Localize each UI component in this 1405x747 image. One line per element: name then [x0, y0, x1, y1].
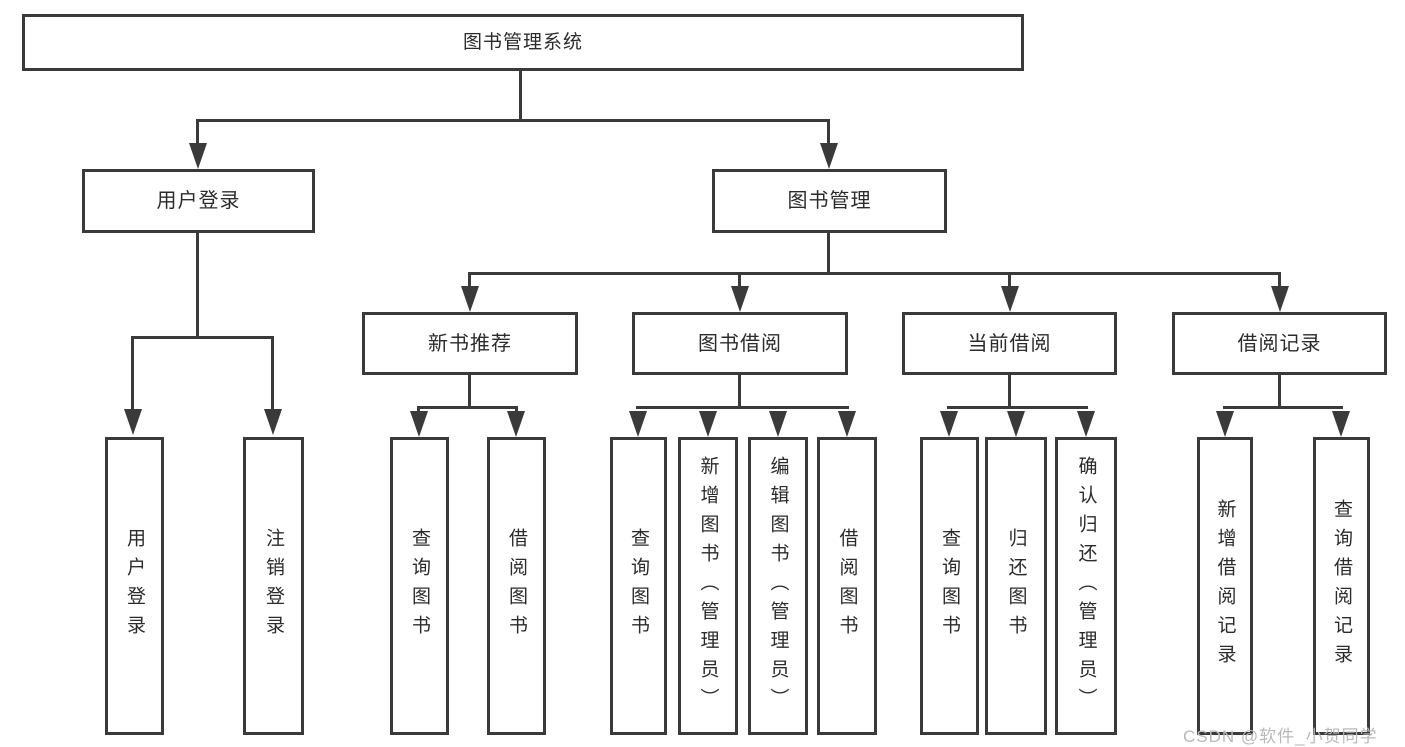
- connector-stem: [196, 119, 199, 146]
- arrowhead: [940, 411, 958, 437]
- node-book-borrow: 图书借阅: [632, 312, 848, 375]
- leaf-add-books-admin: 新增图书（管理员）: [678, 437, 738, 735]
- leaf-borrow-books-label: 借阅图书: [836, 528, 858, 644]
- leaf-return-books: 归还图书: [985, 437, 1047, 735]
- node-current-borrow-label: 当前借阅: [967, 332, 1052, 355]
- leaf-edit-books-admin-label: 编辑图书（管理员）: [767, 455, 789, 717]
- leaf-user-login-label: 用户登录: [124, 528, 145, 644]
- leaf-query-books-borrow: 查询图书: [610, 437, 667, 735]
- connector-stem: [271, 336, 274, 412]
- node-root-label: 图书管理系统: [462, 32, 583, 53]
- node-borrow-records: 借阅记录: [1172, 312, 1387, 375]
- connector-stem: [196, 233, 199, 339]
- arrowhead: [124, 409, 142, 435]
- connector-stem: [1008, 272, 1011, 290]
- leaf-logout: 注销登录: [243, 437, 304, 735]
- arrowhead: [461, 286, 479, 312]
- connector-stem: [827, 233, 830, 275]
- node-borrow-records-label: 借阅记录: [1237, 332, 1322, 355]
- connector-stem: [131, 336, 134, 412]
- leaf-query-borrow-record-label: 查询借阅记录: [1331, 499, 1352, 673]
- connector-stem: [417, 406, 420, 415]
- node-root: 图书管理系统: [22, 14, 1024, 71]
- arrowhead: [1271, 286, 1289, 312]
- connector-branch: [468, 272, 1281, 275]
- connector-branch: [1223, 406, 1343, 409]
- arrowhead: [264, 409, 282, 435]
- leaf-borrow-books-recommend: 借阅图书: [487, 437, 546, 735]
- connector-stem: [827, 119, 830, 146]
- leaf-query-books-current-label: 查询图书: [939, 528, 960, 644]
- connector-stem: [738, 272, 741, 290]
- connector-branch: [947, 406, 1088, 409]
- arrowhead: [769, 411, 787, 437]
- node-book-borrow-label: 图书借阅: [698, 332, 782, 355]
- leaf-logout-label: 注销登录: [263, 528, 284, 644]
- connector-stem: [515, 406, 518, 415]
- connector-branch: [131, 336, 274, 339]
- leaf-return-books-label: 归还图书: [1005, 528, 1027, 644]
- leaf-edit-books-admin: 编辑图书（管理员）: [748, 437, 808, 735]
- leaf-confirm-return-admin: 确认归还（管理员）: [1055, 437, 1117, 735]
- node-book-management-label: 图书管理: [787, 190, 872, 212]
- arrowhead: [699, 411, 717, 437]
- leaf-query-books-current: 查询图书: [920, 437, 979, 735]
- leaf-borrow-books-recommend-label: 借阅图书: [506, 528, 527, 644]
- leaf-query-books-recommend: 查询图书: [390, 437, 449, 735]
- connector-stem: [1278, 375, 1281, 408]
- arrowhead: [1216, 411, 1234, 437]
- leaf-add-books-admin-label: 新增图书（管理员）: [697, 455, 719, 717]
- connector-stem: [1278, 272, 1281, 290]
- arrowhead: [731, 286, 749, 312]
- leaf-user-login: 用户登录: [105, 437, 164, 735]
- arrowhead: [1077, 411, 1095, 437]
- arrowhead: [820, 143, 838, 169]
- connector-branch: [636, 406, 849, 409]
- leaf-query-books-borrow-label: 查询图书: [628, 528, 649, 644]
- node-current-borrow: 当前借阅: [902, 312, 1117, 375]
- connector-branch: [417, 406, 518, 409]
- leaf-add-borrow-record: 新增借阅记录: [1197, 437, 1253, 735]
- connector-stem: [1008, 375, 1011, 408]
- arrowhead: [189, 143, 207, 169]
- node-new-book-recommend: 新书推荐: [362, 312, 578, 375]
- connector-stem: [738, 375, 741, 408]
- node-user-login-label: 用户登录: [156, 190, 241, 212]
- arrowhead: [629, 411, 647, 437]
- connector-stem: [468, 272, 471, 290]
- leaf-add-borrow-record-label: 新增借阅记录: [1214, 499, 1236, 673]
- leaf-query-borrow-record: 查询借阅记录: [1313, 437, 1370, 735]
- leaf-query-books-recommend-label: 查询图书: [409, 528, 430, 644]
- arrowhead: [1001, 286, 1019, 312]
- connector-root-branch: [196, 119, 830, 122]
- connector-stem: [468, 375, 471, 408]
- arrowhead: [1332, 411, 1350, 437]
- arrowhead: [838, 411, 856, 437]
- csdn-watermark: CSDN @软件_小贺同学: [1183, 727, 1378, 746]
- node-user-login: 用户登录: [82, 169, 315, 233]
- leaf-confirm-return-admin-label: 确认归还（管理员）: [1075, 455, 1097, 717]
- arrowhead: [410, 411, 428, 437]
- node-new-book-recommend-label: 新书推荐: [428, 332, 512, 355]
- arrowhead: [507, 411, 525, 437]
- node-book-management: 图书管理: [712, 169, 947, 233]
- connector-root-stem: [519, 71, 522, 121]
- leaf-borrow-books: 借阅图书: [817, 437, 877, 735]
- arrowhead: [1007, 411, 1025, 437]
